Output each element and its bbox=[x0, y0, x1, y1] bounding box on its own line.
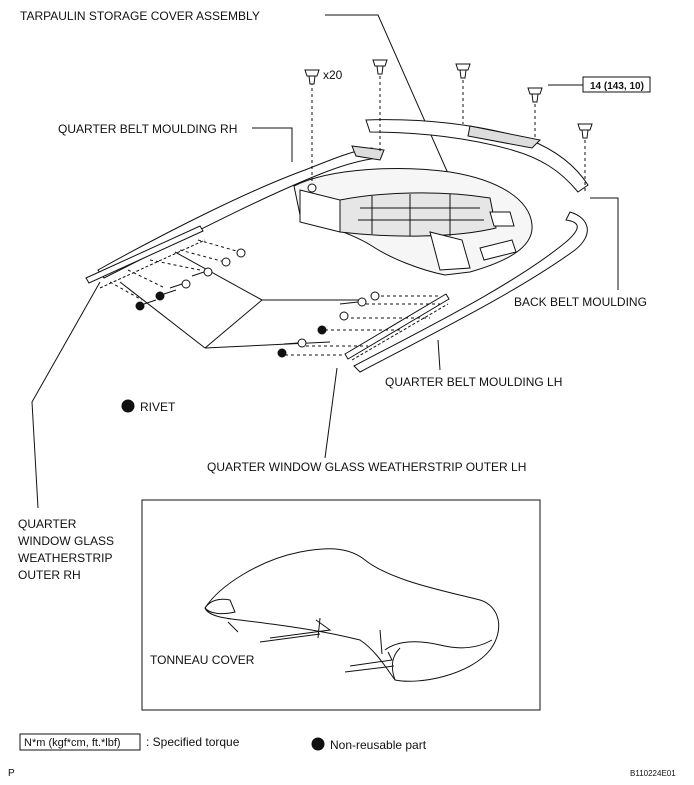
quarter-belt-moulding-lh bbox=[353, 211, 588, 373]
weatherstrip-outer-rh bbox=[85, 225, 206, 289]
rivet-icon bbox=[155, 289, 177, 301]
label-qwgw-rh-line-3: WEATHERSTRIP bbox=[18, 551, 112, 565]
label-quarter-belt-moulding-rh: QUARTER BELT MOULDING RH bbox=[58, 122, 237, 136]
label-tonneau-cover: TONNEAU COVER bbox=[150, 653, 255, 667]
back-belt-moulding bbox=[365, 119, 589, 193]
clip-icon bbox=[577, 123, 593, 139]
screw-icon bbox=[221, 257, 231, 267]
legend-torque-text: : Specified torque bbox=[146, 735, 240, 749]
screw-icon bbox=[339, 297, 367, 307]
label-torque-spec: 14 (143, 10) bbox=[590, 81, 644, 92]
label-rivet: RIVET bbox=[140, 400, 176, 414]
tonneau-frame bbox=[141, 499, 541, 711]
screw-icon bbox=[236, 248, 246, 258]
rivet-icon bbox=[135, 299, 157, 311]
rivet-marker-icon bbox=[121, 399, 135, 413]
rivet-icon bbox=[317, 325, 327, 335]
clip-icon bbox=[304, 69, 320, 85]
screw-icon bbox=[339, 311, 349, 321]
label-tarpaulin-storage-cover-assembly: TARPAULIN STORAGE COVER ASSEMBLY bbox=[20, 9, 260, 23]
weatherstrip-outer-lh bbox=[344, 293, 450, 361]
rh-fasteners bbox=[135, 248, 246, 311]
label-back-belt-moulding: BACK BELT MOULDING bbox=[514, 295, 647, 309]
screw-icon bbox=[191, 267, 213, 277]
clips bbox=[304, 59, 593, 193]
tonneau-cover bbox=[204, 548, 500, 682]
screw-icon bbox=[370, 291, 380, 301]
label-clip-quantity: x20 bbox=[323, 68, 343, 82]
alignment-lines bbox=[109, 76, 586, 356]
legend-nonreusable-text: Non-reusable part bbox=[330, 738, 427, 752]
legend-torque-unit: N*m (kgf*cm, ft.*lbf) bbox=[24, 737, 121, 749]
label-qwgw-rh-line-2: WINDOW GLASS bbox=[18, 534, 114, 548]
clip-icon bbox=[455, 63, 471, 79]
legend-torque-box bbox=[19, 733, 141, 751]
leader-lines bbox=[31, 14, 619, 633]
label-quarter-belt-moulding-lh: QUARTER BELT MOULDING LH bbox=[385, 375, 562, 389]
label-qwgw-rh-line-4: OUTER RH bbox=[18, 568, 81, 582]
label-quarter-window-glass-weatherstrip-outer-lh: QUARTER WINDOW GLASS WEATHERSTRIP OUTER … bbox=[207, 460, 526, 474]
screw-icon bbox=[169, 279, 191, 289]
nonreusable-marker-icon bbox=[311, 737, 325, 751]
footer-figure-code: B110224E01 bbox=[630, 769, 676, 778]
screw-icon bbox=[283, 338, 307, 348]
label-qwgw-rh-line-1: QUARTER bbox=[18, 517, 77, 531]
clip-icon bbox=[527, 87, 543, 103]
clip-icon bbox=[372, 59, 388, 75]
lh-fasteners bbox=[277, 291, 380, 358]
footer-page-letter: P bbox=[8, 768, 15, 779]
tarpaulin-storage-cover-assembly bbox=[293, 168, 533, 276]
rivet-icon bbox=[277, 348, 287, 358]
